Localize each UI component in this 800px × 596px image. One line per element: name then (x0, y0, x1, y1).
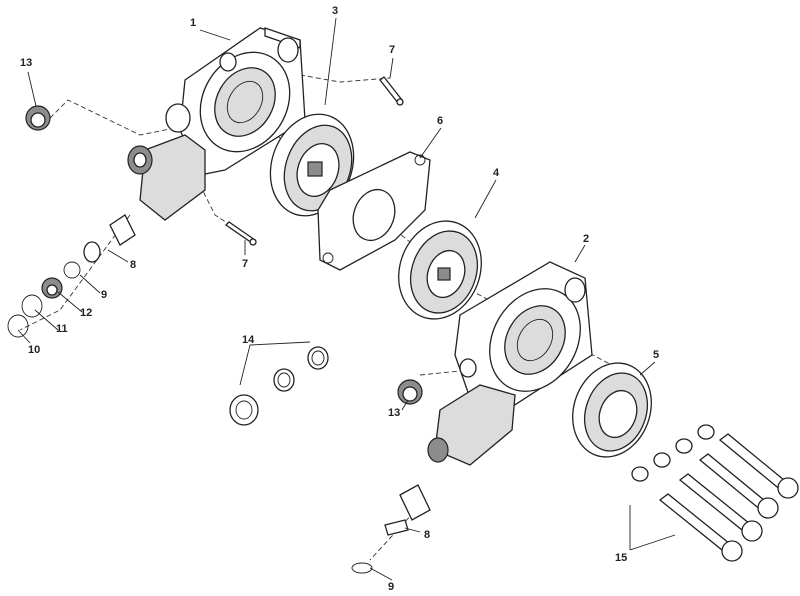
callout-9-upper: 9 (101, 289, 108, 301)
upper-valve-stack (7, 214, 136, 338)
callout-10: 10 (28, 344, 41, 356)
callout-11: 11 (56, 323, 68, 335)
upper-pump-housing (127, 27, 306, 221)
upper-plug (25, 105, 51, 131)
washers-14 (229, 346, 329, 426)
lower-valve-stack (351, 484, 431, 574)
callout-7-lower: 7 (242, 258, 249, 270)
dowel-pin-lower (224, 221, 257, 246)
callout-9-lower: 9 (388, 581, 395, 593)
callout-5: 5 (653, 349, 660, 361)
separator-plate (317, 151, 431, 271)
callout-2: 2 (583, 233, 590, 245)
lower-pump-housing (427, 261, 593, 466)
callout-13-upper: 13 (20, 57, 33, 69)
callout-1: 1 (190, 17, 197, 29)
callout-15: 15 (615, 552, 628, 564)
callout-4: 4 (493, 167, 500, 179)
callout-8-lower: 8 (424, 529, 431, 541)
leader-lines (17, 17, 676, 581)
bolts-15 (631, 424, 799, 562)
dowel-pin-upper (379, 76, 404, 106)
middle-gerotor (398, 220, 482, 320)
lower-plug (397, 379, 423, 405)
callout-13-lower: 13 (388, 407, 401, 419)
callout-8-upper: 8 (130, 259, 137, 271)
callout-14: 14 (242, 334, 255, 346)
callout-7-upper: 7 (389, 44, 396, 56)
lower-gerotor (572, 362, 652, 458)
callout-3: 3 (332, 5, 339, 17)
callout-12: 12 (80, 307, 93, 319)
callout-6: 6 (437, 115, 444, 127)
